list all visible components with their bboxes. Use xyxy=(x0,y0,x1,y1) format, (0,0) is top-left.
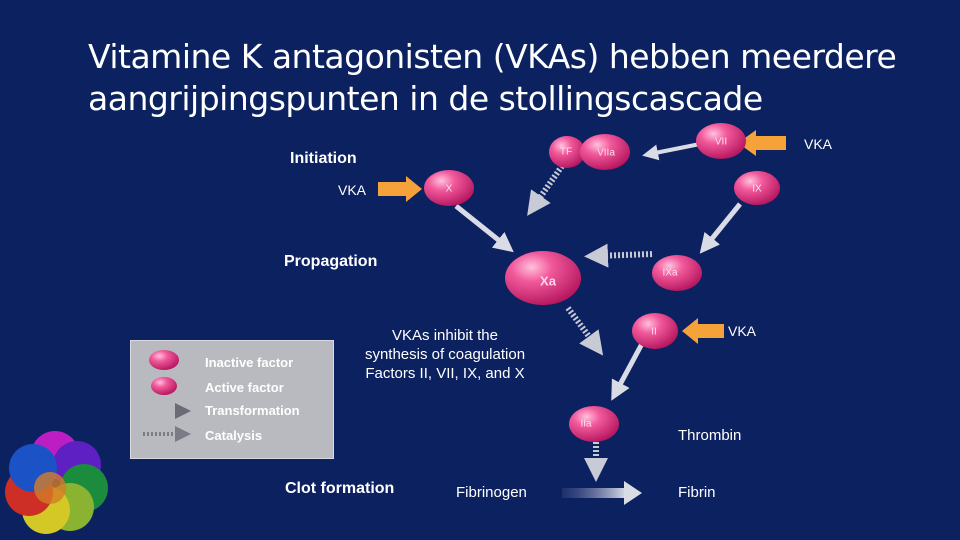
page-title: Vitamine K antagonisten (VKAs) hebben me… xyxy=(88,37,897,118)
legend-inactive-swatch xyxy=(149,350,179,370)
vka-arrow-vii xyxy=(738,130,786,156)
factor-ixa xyxy=(652,255,702,291)
factor-viia xyxy=(580,134,630,170)
transformation-arrows xyxy=(454,142,742,505)
legend-active-swatch xyxy=(151,377,177,395)
factor-ii xyxy=(632,313,678,349)
arrow-vii-to-viia xyxy=(642,142,701,161)
vka-arrow-initiation xyxy=(378,176,422,202)
section-clot-formation: Clot formation xyxy=(285,480,395,497)
factor-iia xyxy=(569,406,619,442)
vka-label-vii: VKA xyxy=(804,136,833,152)
legend-catalysis-label: Catalysis xyxy=(205,428,263,443)
logo xyxy=(5,431,108,534)
section-initiation: Initiation xyxy=(290,150,357,167)
factor-x-label: X xyxy=(445,183,453,195)
factor-x xyxy=(424,170,474,206)
vka-label-initiation: VKA xyxy=(338,182,367,198)
arrow-ix-to-ixa xyxy=(699,202,742,254)
catalysis-viia-to-x xyxy=(527,164,565,216)
vka-explanation-line-1: VKAs inhibit the xyxy=(392,327,498,344)
section-propagation: Propagation xyxy=(284,253,378,270)
factor-xa-label: Xa xyxy=(540,273,556,289)
factor-vii-label: VII xyxy=(714,136,728,148)
vka-explanation-line-2: synthesis of coagulation xyxy=(364,346,526,363)
catalysis-ixa-to-xa xyxy=(584,243,653,268)
factor-ix xyxy=(734,171,780,205)
factor-vii xyxy=(696,123,746,159)
arrow-fibrinogen-to-fibrin xyxy=(562,488,626,498)
catalysis-xa-to-ii xyxy=(565,306,604,356)
thrombin-label: Thrombin xyxy=(678,427,742,444)
factor-iia-label: IIa xyxy=(580,418,592,430)
factor-tf-label: TF xyxy=(559,146,573,158)
arrow-x-to-xa xyxy=(454,204,514,253)
vka-explanation-line-3: Factors II, VII, IX, and X xyxy=(365,365,525,382)
vka-label-ii: VKA xyxy=(728,323,757,339)
catalysis-arrows xyxy=(527,164,653,482)
factor-xa xyxy=(505,251,581,305)
arrow-ii-to-iia xyxy=(611,338,647,401)
fibrin-label: Fibrin xyxy=(678,484,716,501)
legend-inactive-label: Inactive factor xyxy=(205,355,294,370)
factor-ix-label: IX xyxy=(752,183,762,195)
legend: Inactive factor Active factor Transforma… xyxy=(130,340,334,459)
legend-active-label: Active factor xyxy=(205,380,284,395)
fibrinogen-label: Fibrinogen xyxy=(456,484,527,501)
factor-ixa-label: IXa xyxy=(662,267,678,279)
factor-ii-label: II xyxy=(651,326,657,338)
factor-viia-label: VIIa xyxy=(597,147,615,159)
legend-transformation-label: Transformation xyxy=(205,403,300,418)
vka-arrow-ii xyxy=(682,318,724,344)
vka-explanation: VKAs inhibit the synthesis of coagulatio… xyxy=(340,326,550,383)
factor-tf xyxy=(549,136,585,168)
